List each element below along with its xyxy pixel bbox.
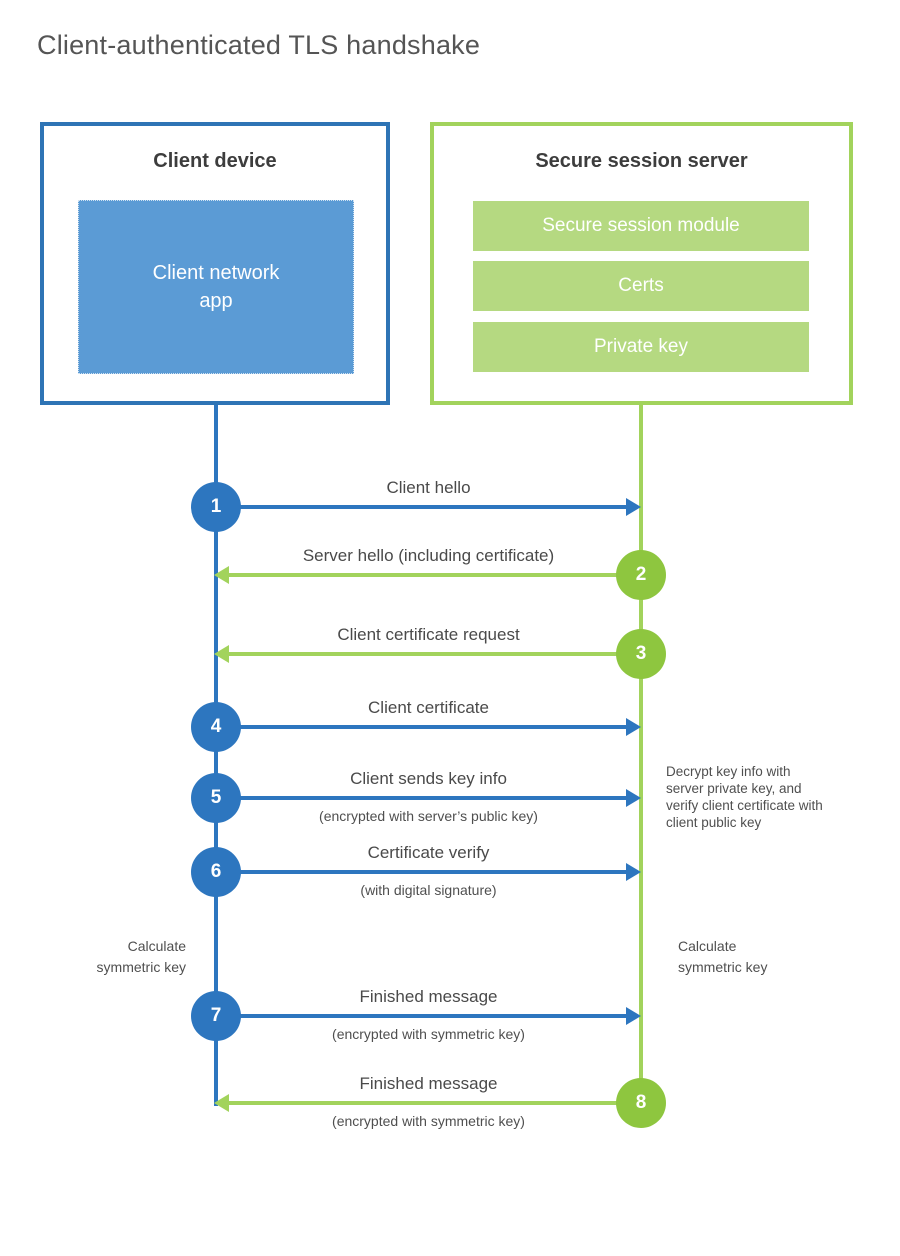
step-label: Server hello (including certificate) <box>302 546 555 565</box>
arrowhead-right-icon <box>626 718 641 736</box>
step-label: Certificate verify <box>367 843 490 862</box>
calculate-symmetric-key-note-client: Calculate symmetric key <box>96 938 186 975</box>
arrowhead-right-icon <box>626 1007 641 1025</box>
arrow-line <box>229 1101 641 1105</box>
certs-bar: Certs <box>473 261 809 311</box>
step-number-badge: 7 <box>191 991 241 1041</box>
step-number-badge: 6 <box>191 847 241 897</box>
server-lifeline <box>639 405 643 1103</box>
step-label: Client sends key info <box>350 769 507 788</box>
step-number-badge: 8 <box>616 1078 666 1128</box>
calculate-symmetric-key-note-server: Calculate symmetric key <box>678 938 768 975</box>
arrowhead-left-icon <box>214 1094 229 1112</box>
arrowhead-left-icon <box>214 645 229 663</box>
arrowhead-right-icon <box>626 789 641 807</box>
step-sublabel: (encrypted with server’s public key) <box>319 808 538 824</box>
arrow-line <box>216 870 628 874</box>
step-label: Finished message <box>359 1074 498 1093</box>
step-label: Client hello <box>386 478 471 497</box>
arrowhead-right-icon <box>626 498 641 516</box>
client-network-app-label: Client network app <box>152 262 280 312</box>
client-device-title: Client device <box>153 150 277 172</box>
step-label: Client certificate <box>368 698 489 717</box>
secure-session-server-title: Secure session server <box>535 150 748 172</box>
arrow-line <box>216 725 628 729</box>
step-sublabel: (encrypted with symmetric key) <box>332 1026 525 1042</box>
step-sublabel: (with digital signature) <box>360 882 497 898</box>
client-network-app-box: Client network app <box>78 200 354 374</box>
arrow-line <box>229 573 641 577</box>
arrow-line <box>216 1014 628 1018</box>
secure-session-server-box: Secure session server Secure session mod… <box>430 122 853 405</box>
arrowhead-left-icon <box>214 566 229 584</box>
step-number-badge: 2 <box>616 550 666 600</box>
arrow-line <box>229 652 641 656</box>
client-lifeline <box>214 405 218 1106</box>
page-title: Client-authenticated TLS handshake <box>37 30 481 60</box>
arrow-line <box>216 796 628 800</box>
arrow-line <box>216 505 628 509</box>
step-sublabel: (encrypted with symmetric key) <box>332 1113 525 1129</box>
private-key-bar: Private key <box>473 322 809 372</box>
step-label: Finished message <box>359 987 498 1006</box>
arrowhead-right-icon <box>626 863 641 881</box>
secure-session-module-bar: Secure session module <box>473 201 809 251</box>
step-number-badge: 3 <box>616 629 666 679</box>
client-device-box: Client device Client network app <box>40 122 390 405</box>
decrypt-key-info-note: Decrypt key info with server private key… <box>666 764 823 830</box>
step-number-badge: 1 <box>191 482 241 532</box>
step-number-badge: 4 <box>191 702 241 752</box>
step-label: Client certificate request <box>337 625 520 644</box>
step-number-badge: 5 <box>191 773 241 823</box>
